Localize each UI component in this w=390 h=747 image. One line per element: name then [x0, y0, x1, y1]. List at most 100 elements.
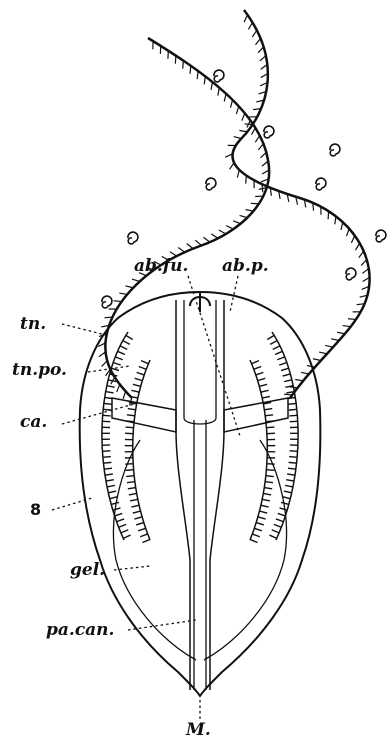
tentacle-barb: [262, 184, 263, 192]
tentacle-barb: [197, 71, 198, 79]
comb-plate: [258, 517, 266, 519]
body-outline: [80, 292, 321, 696]
tentacle-barb: [341, 222, 343, 230]
paragastric-canal: [194, 420, 206, 690]
comb-plate: [127, 482, 135, 483]
comb-plate: [103, 462, 111, 463]
comb-plate: [115, 357, 122, 360]
label-m: M.: [186, 722, 211, 739]
comb-plate: [287, 474, 295, 475]
label-tn-po: tn.po.: [12, 362, 67, 379]
tentacle-barb: [256, 38, 261, 44]
comb-plate: [136, 523, 144, 525]
comb-plate: [277, 357, 284, 360]
comb-plate: [105, 474, 113, 475]
tentacle-barb: [335, 216, 336, 224]
comb-plate: [265, 415, 273, 416]
comb-plate: [137, 372, 145, 375]
comb-plate: [288, 468, 296, 469]
tentacle-barb: [331, 339, 339, 341]
comb-plate: [126, 476, 134, 477]
comb-plate: [104, 403, 112, 404]
comb-plate: [103, 415, 111, 416]
comb-plate: [123, 535, 130, 538]
tentacle-barb: [325, 345, 333, 347]
comb-plate: [115, 513, 123, 516]
comb-plate: [262, 396, 270, 398]
comb-plate: [127, 415, 135, 416]
comb-plate: [108, 491, 116, 493]
tentacle-barb: [244, 15, 247, 22]
tentacle-barb: [102, 361, 108, 367]
comb-plate: [250, 540, 257, 543]
tentacle-sheath-left: [112, 398, 176, 432]
comb-plate: [129, 493, 137, 494]
tentacle-barb: [301, 372, 309, 374]
comb-plate: [113, 363, 121, 366]
comb-plate: [138, 528, 146, 531]
tentacle-barb: [226, 226, 233, 229]
tentacle-barb: [347, 229, 350, 237]
comb-plate: [104, 468, 112, 469]
comb-plate: [273, 346, 280, 349]
comb-plate: [126, 335, 133, 339]
comb-plate: [103, 457, 111, 458]
tentacle-barb: [187, 244, 193, 249]
tentacle-barb: [313, 359, 321, 361]
tentacle-barb: [230, 163, 234, 170]
tentacle-barb: [290, 387, 298, 388]
leader-ab-p: [230, 276, 238, 312]
comb-plate: [113, 508, 121, 510]
tentacle-barb: [356, 243, 360, 250]
tentacle-barb: [246, 176, 247, 184]
tentacle-barb: [230, 100, 232, 108]
tentacle-barb: [242, 113, 245, 121]
tentacle-barb: [234, 137, 242, 139]
comb-plate: [275, 351, 282, 354]
leader-pa-can: [128, 620, 196, 630]
tentillum-coil: [128, 232, 138, 244]
comb-plate: [103, 409, 111, 410]
tentacle-barb: [348, 319, 356, 320]
label-eight: 8: [30, 502, 41, 518]
label-tn: tn.: [20, 316, 46, 333]
tentillum-coil: [214, 70, 224, 82]
tentacle-barb: [258, 144, 263, 150]
tentacle-barb: [204, 76, 205, 84]
tentacle-barb: [258, 47, 264, 53]
comb-plate: [102, 451, 110, 452]
comb-plate: [289, 457, 297, 458]
comb-plate: [256, 523, 264, 525]
tentacle-barb: [236, 106, 238, 114]
tentacle-barb: [125, 286, 133, 288]
comb-plate: [123, 341, 130, 345]
tentacle-barb: [178, 247, 185, 252]
comb-plate: [141, 361, 148, 364]
comb-plate: [274, 524, 281, 527]
tentacle-barb: [190, 66, 191, 74]
inner-outline: [113, 440, 286, 660]
comb-plate: [286, 480, 294, 481]
label-ab-p: ab.p.: [222, 258, 269, 275]
tentacle-barb: [260, 56, 266, 61]
tentacle-barb: [99, 352, 106, 357]
comb-plate: [266, 470, 274, 471]
tentacle-barb: [351, 236, 354, 243]
comb-plate: [111, 368, 119, 370]
comb-plate: [133, 384, 141, 386]
comb-plate: [261, 390, 269, 392]
tentacle-barb: [262, 161, 268, 166]
comb-plate: [283, 497, 291, 499]
tentacle-barb: [237, 170, 239, 178]
tentacle-barb: [132, 279, 140, 281]
tentacle-barb: [233, 221, 241, 224]
comb-plate: [256, 372, 264, 375]
comb-plate: [254, 366, 261, 369]
comb-plate: [252, 534, 260, 537]
comb-plate: [272, 530, 279, 533]
comb-plate: [290, 451, 298, 452]
tentacle-barb: [337, 332, 345, 333]
comb-plate: [120, 346, 127, 349]
pharynx-top: [184, 300, 216, 424]
